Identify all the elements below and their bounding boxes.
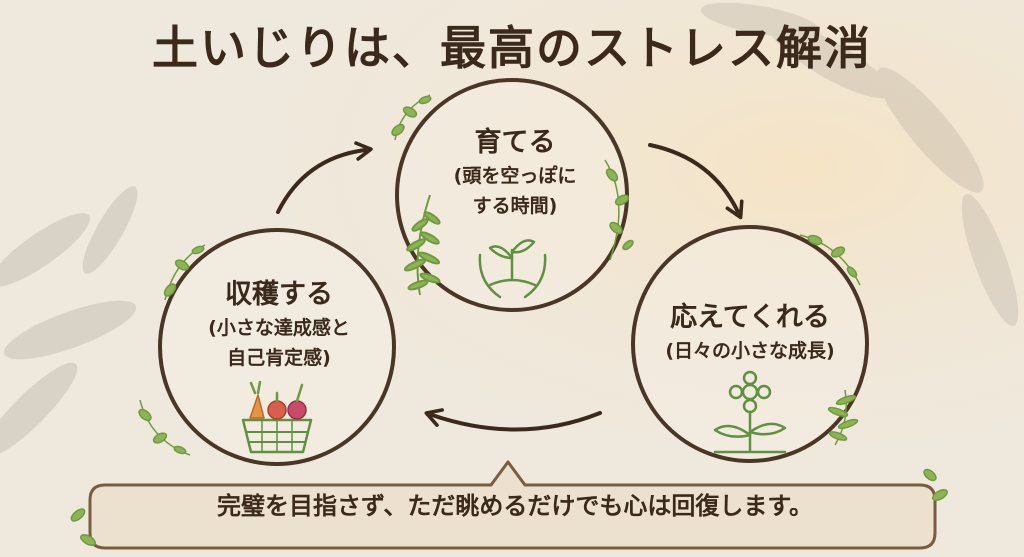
message-text: 完璧を目指さず、ただ眺めるだけでも心は回復します。 [217,492,813,520]
leaf-shadow-left [0,186,138,458]
step-respond: 応えてくれる (日々の小さな成長) [632,295,868,364]
flower-plant-icon [713,370,787,454]
message-bubble [88,460,937,550]
vine-leaf-icon [138,244,206,456]
hands-sprout-icon [478,239,547,299]
vine-leaf-icon [391,94,634,261]
step-harvest-sub-2: 自己肯定感) [227,347,331,369]
arrow-harvest-to-grow [276,141,373,214]
step-harvest: 収穫する (小さな達成感と 自己肯定感) [155,272,403,371]
page-title: 土いじりは、最高のストレス解消 [152,21,872,75]
step-grow-sub-1: (頭を空っぽに [453,165,577,187]
step-harvest-heading: 収穫する [225,279,333,310]
leaf-shadow-right [700,2,1019,327]
arrow-respond-to-harvest [424,408,602,432]
step-grow-sub-2: する時間) [472,195,558,217]
vegetable-basket-icon [241,380,313,454]
step-respond-heading: 応えてくれる [670,302,830,333]
step-harvest-sub-1: (小さな達成感と [208,317,350,339]
arrow-grow-to-respond [648,143,744,220]
step-grow-heading: 育てる [474,127,556,158]
step-grow: 育てる (頭を空っぽに する時間) [405,120,625,219]
circle-respond [631,225,869,463]
circle-harvest [158,228,396,466]
vine-leaf-icon [70,468,948,547]
fern-leaf-icon [403,194,441,296]
vine-leaf-icon [799,234,861,446]
step-respond-sub-1: (日々の小さな成長) [665,340,835,362]
